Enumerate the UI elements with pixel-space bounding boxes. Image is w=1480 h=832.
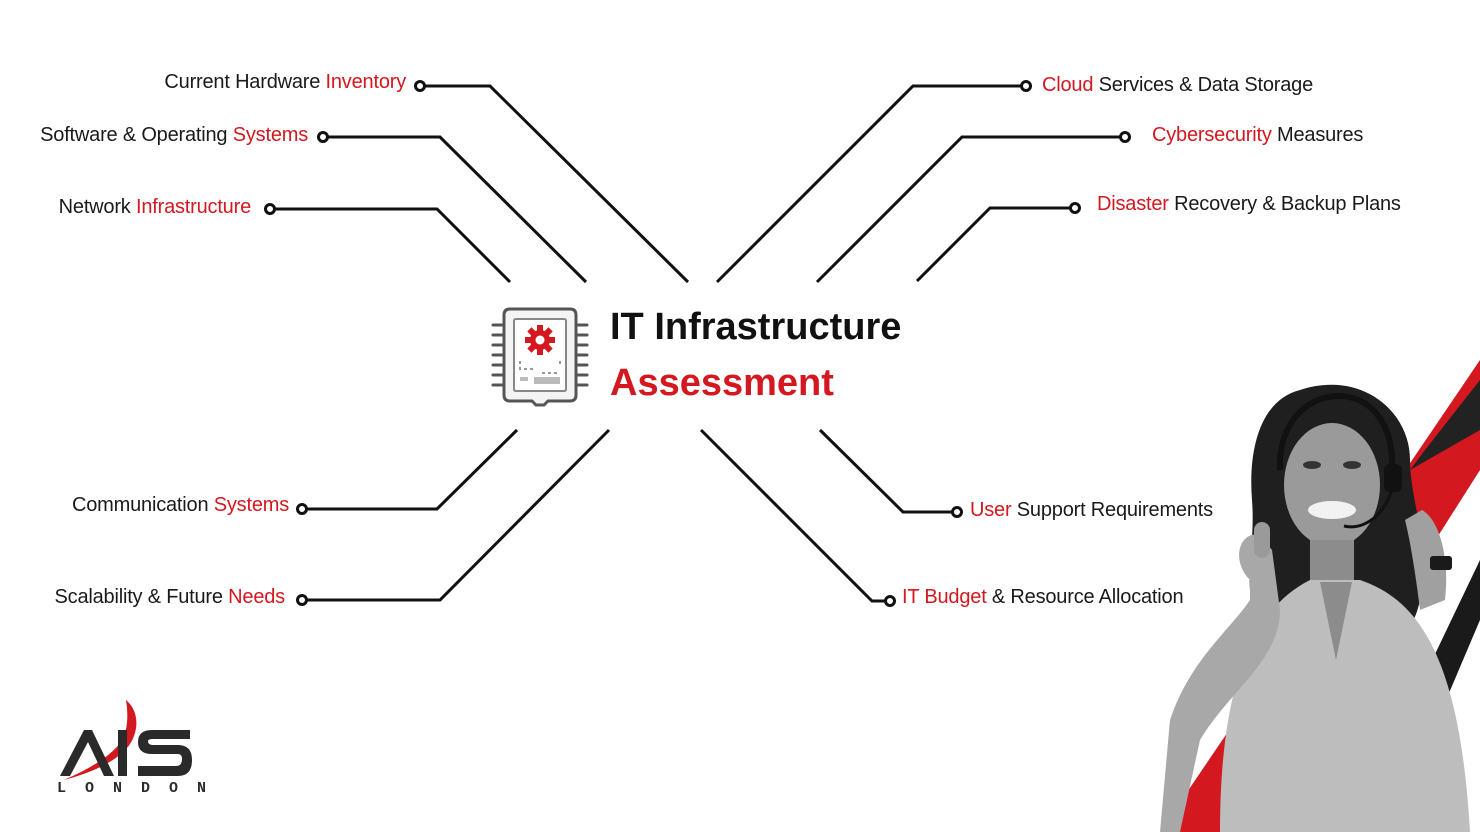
connector-dot-icon xyxy=(414,80,426,92)
connector-dot-icon xyxy=(951,506,963,518)
connector-dot-icon xyxy=(296,594,308,606)
label-scalability-needs: Scalability & Future Needs xyxy=(54,586,286,608)
label-it-budget: IT Budget & Resource Allocation xyxy=(902,586,1184,608)
logo-sublabel: LONDON xyxy=(57,780,226,797)
chip-gear-icon xyxy=(491,307,589,407)
connector-line xyxy=(302,428,519,511)
support-agent-photo xyxy=(1160,360,1480,832)
connector-line xyxy=(420,84,690,284)
connector-dot-icon xyxy=(1020,80,1032,92)
connector-line xyxy=(715,84,1026,284)
label-cybersecurity: Cybersecurity Measures xyxy=(1152,124,1364,146)
connector-line xyxy=(302,428,611,602)
connector-line xyxy=(699,428,890,603)
connector-dot-icon xyxy=(884,595,896,607)
label-current-hardware: Current Hardware Inventory xyxy=(164,71,406,93)
label-disaster-recovery: Disaster Recovery & Backup Plans xyxy=(1097,193,1401,215)
connector-line xyxy=(818,428,957,514)
connector-dot-icon xyxy=(296,503,308,515)
label-cloud-services: Cloud Services & Data Storage xyxy=(1042,74,1314,96)
connector-line xyxy=(915,206,1075,283)
diagram-subtitle: Assessment xyxy=(610,362,834,404)
connector-line xyxy=(270,207,512,284)
label-network-infrastructure: Network Infrastructure xyxy=(58,196,252,218)
ais-london-logo xyxy=(60,700,192,780)
connector-line xyxy=(815,135,1125,284)
label-software-os: Software & Operating Systems xyxy=(40,124,308,146)
connector-dot-icon xyxy=(1119,131,1131,143)
connector-line xyxy=(323,135,588,284)
label-user-support: User Support Requirements xyxy=(970,499,1213,521)
connector-dot-icon xyxy=(264,203,276,215)
diagram-title: IT Infrastructure xyxy=(610,306,902,348)
label-communication-systems: Communication Systems xyxy=(72,494,289,516)
connector-dot-icon xyxy=(1069,202,1081,214)
connector-dot-icon xyxy=(317,131,329,143)
